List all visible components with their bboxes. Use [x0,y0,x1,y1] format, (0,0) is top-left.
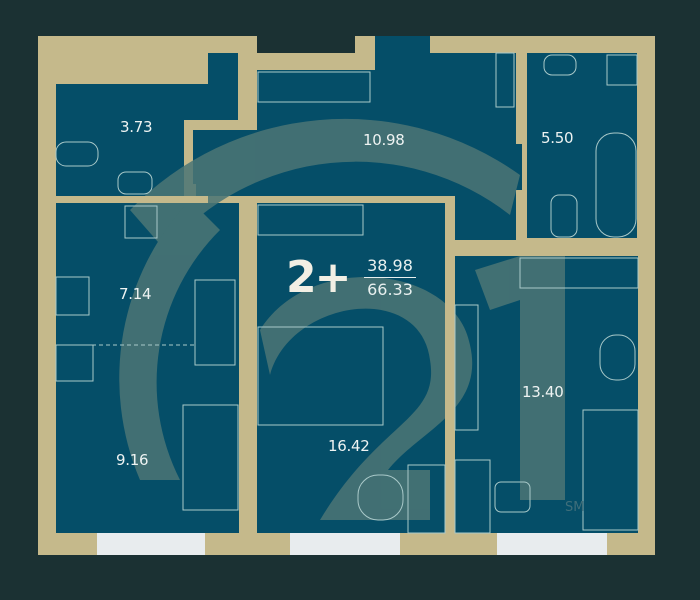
room-area-label: 16.42 [328,437,370,455]
room-area-label: 5.50 [541,129,574,147]
area-fraction: 38.98 66.33 [364,256,416,299]
room-area-label: 7.14 [119,285,152,303]
watermark-text: SM [565,500,585,515]
room-area-label: 9.16 [116,451,149,469]
room-5-50 [527,53,637,238]
total-area: 66.33 [367,280,413,299]
rooms-count-label: 2+ [286,252,351,303]
room-area-label: 3.73 [120,118,153,136]
fraction-line [364,277,416,278]
room-area-label: 13.40 [522,383,564,401]
room-area-label: 10.98 [363,131,405,149]
living-area: 38.98 [367,256,413,275]
windows [97,533,607,555]
watermark-21 [119,118,565,520]
room-3-73 [56,53,238,196]
furniture [55,52,639,534]
